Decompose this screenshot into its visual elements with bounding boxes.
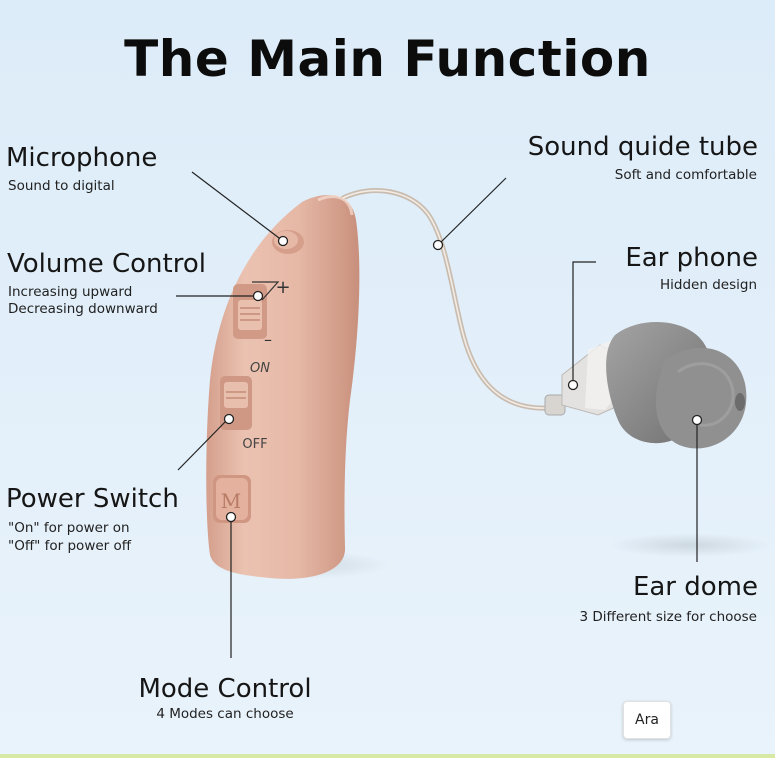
volume-plus-sign: + [275,277,290,298]
mode-button [213,475,251,523]
power-title: Power Switch [6,484,179,514]
volume-desc-2: Decreasing downward [8,301,158,317]
mode-desc: 4 Modes can choose [156,706,294,722]
dot-tube [432,239,444,251]
dot-power [223,413,235,425]
dot-earphone [567,379,579,391]
microphone-title: Microphone [6,143,158,173]
switch-off-label: OFF [242,437,267,452]
tube-title: Sound quide tube [527,132,758,162]
page-title: The Main Function [124,30,651,88]
sound-guide-tube [340,188,551,411]
volume-desc-1: Increasing upward [8,284,133,300]
earphone-desc: Hidden design [660,277,757,293]
dot-microphone [277,235,289,247]
power-desc-1: "On" for power on [8,520,130,536]
dot-volume [252,290,264,302]
mode-title: Mode Control [138,674,312,704]
volume-title: Volume Control [7,249,206,279]
language-toggle-button[interactable]: Ara [623,701,671,739]
earphone-title: Ear phone [625,243,758,273]
volume-minus-sign: – [264,330,272,349]
leader-lines [176,171,698,658]
dome-shadow [610,533,770,557]
leader-earphone [572,261,596,385]
leader-tube [437,177,507,246]
leader-power [177,418,229,471]
dot-eardome [691,414,703,426]
tube-desc: Soft and comfortable [614,167,757,183]
mode-button-letter: M [221,489,241,513]
switch-on-label: ON [250,361,270,376]
eardome-title: Ear dome [632,572,758,602]
microphone-desc: Sound to digital [8,178,115,194]
dot-mode [225,511,237,523]
anchor-dots [223,235,703,523]
power-desc-2: "Off" for power off [8,538,132,554]
ear-dome [606,322,747,449]
leader-microphone [191,171,284,242]
eardome-desc: 3 Different size for choose [579,609,758,625]
